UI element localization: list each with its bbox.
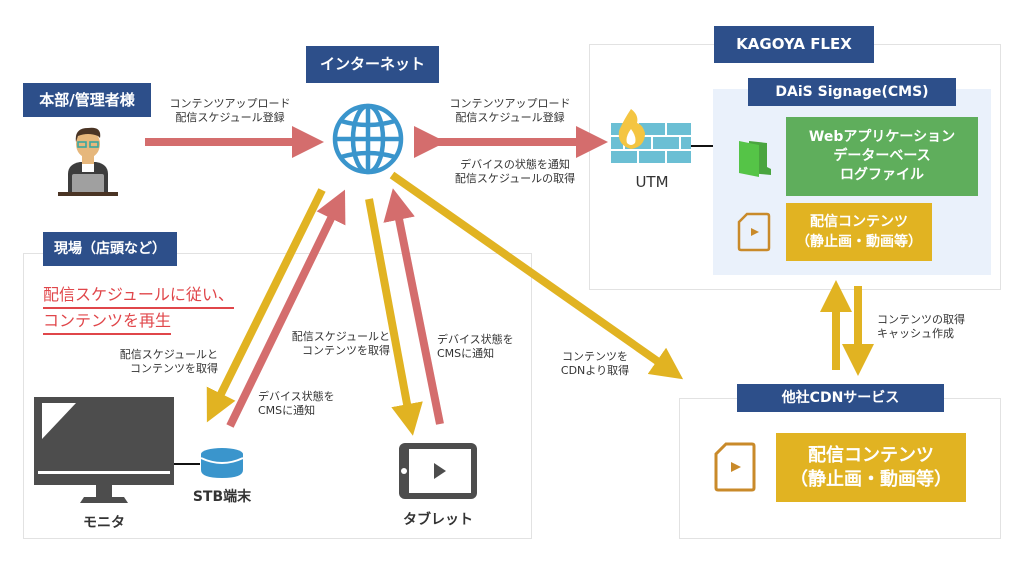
cdn-content-box: 配信コンテンツ （静止画・動画等） — [776, 433, 966, 502]
internet-utm-upper-label: コンテンツアップロード 配信スケジュール登録 — [449, 97, 571, 124]
stb-get-label-left: 配信スケジュールと コンテンツを取得 — [119, 348, 218, 375]
tablet-notify-label: デバイス状態を CMSに通知 — [437, 333, 514, 360]
video-file-icon — [737, 212, 771, 252]
stb-icon — [200, 448, 244, 478]
cms-app-box: Webアプリケーション データーベース ログファイル — [786, 117, 978, 196]
tablet-icon — [399, 443, 477, 499]
hq-flow-label: コンテンツアップロード 配信スケジュール登録 — [169, 97, 291, 124]
person-laptop-icon — [58, 127, 118, 196]
kagoya-tag: KAGOYA FLEX — [714, 26, 874, 63]
cms-cdn-label: コンテンツの取得 キャッシュ作成 — [877, 313, 965, 340]
arrow-internet-to-stb — [206, 188, 326, 423]
cms-tag: DAiS Signage(CMS) — [748, 78, 956, 106]
tablet-label: タブレット — [403, 512, 473, 528]
folder-icon — [739, 141, 771, 177]
hq-tag: 本部/管理者様 — [23, 83, 151, 117]
monitor-icon — [34, 397, 174, 503]
stb-notify-label: デバイス状態を CMSに通知 — [258, 390, 335, 417]
arrow-internet-to-tablet — [365, 198, 423, 436]
video-file-icon — [714, 442, 756, 492]
firewall-icon — [611, 109, 691, 163]
cdn-tag: 他社CDNサービス — [737, 384, 944, 412]
arrow-stb-to-internet — [226, 189, 346, 428]
arrow-internet-to-cdn — [389, 171, 684, 380]
internet-utm-lower-label: デバイスの状態を通知 配信スケジュールの取得 — [454, 158, 576, 185]
arrow-tablet-to-internet — [383, 188, 444, 425]
site-note: 配信スケジュールに従い、 コンテンツを再生 — [43, 283, 234, 335]
stb-label: STB端末 — [192, 489, 252, 505]
utm-label: UTM — [635, 173, 669, 191]
cdn-get-label: コンテンツを CDNより取得 — [560, 350, 630, 377]
tablet-get-label: 配信スケジュールと コンテンツを取得 — [291, 330, 390, 357]
globe-icon — [332, 103, 404, 175]
internet-tag: インターネット — [306, 46, 439, 83]
monitor-label: モニタ — [83, 515, 125, 531]
site-tag: 現場（店頭など） — [43, 232, 177, 266]
cms-content-box: 配信コンテンツ （静止画・動画等） — [786, 203, 932, 261]
